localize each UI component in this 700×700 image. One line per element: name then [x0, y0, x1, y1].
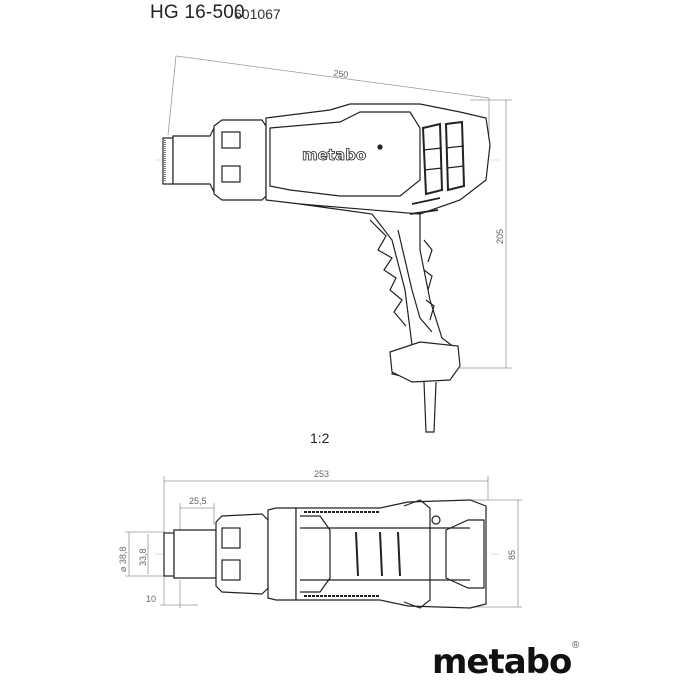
scale-label: 1:2 [310, 430, 330, 446]
power-cable [423, 381, 437, 433]
grip-base [389, 341, 461, 383]
nozzle [172, 127, 215, 193]
dim-253: 253 [314, 469, 329, 479]
body-logo: metabo [302, 146, 366, 164]
model-title: HG 16-500 [150, 2, 245, 23]
brand-logo: metabo [432, 642, 572, 682]
registered-mark: ® [572, 640, 580, 651]
dim-10: 10 [146, 594, 156, 604]
dim-205: 205 [495, 229, 505, 244]
dim-diameter: ⌀ 38,8 [118, 547, 128, 572]
dim-250: 250 [333, 68, 349, 80]
dim-25-5: 25,5 [189, 496, 207, 506]
body-housing [265, 103, 491, 215]
dim-33-8: 33,8 [138, 548, 148, 566]
dim-85: 85 [507, 550, 517, 560]
article-number: 601067 [234, 6, 281, 22]
side-view: metabo [155, 55, 512, 433]
dimension-length [167, 55, 490, 136]
top-view [125, 476, 522, 609]
